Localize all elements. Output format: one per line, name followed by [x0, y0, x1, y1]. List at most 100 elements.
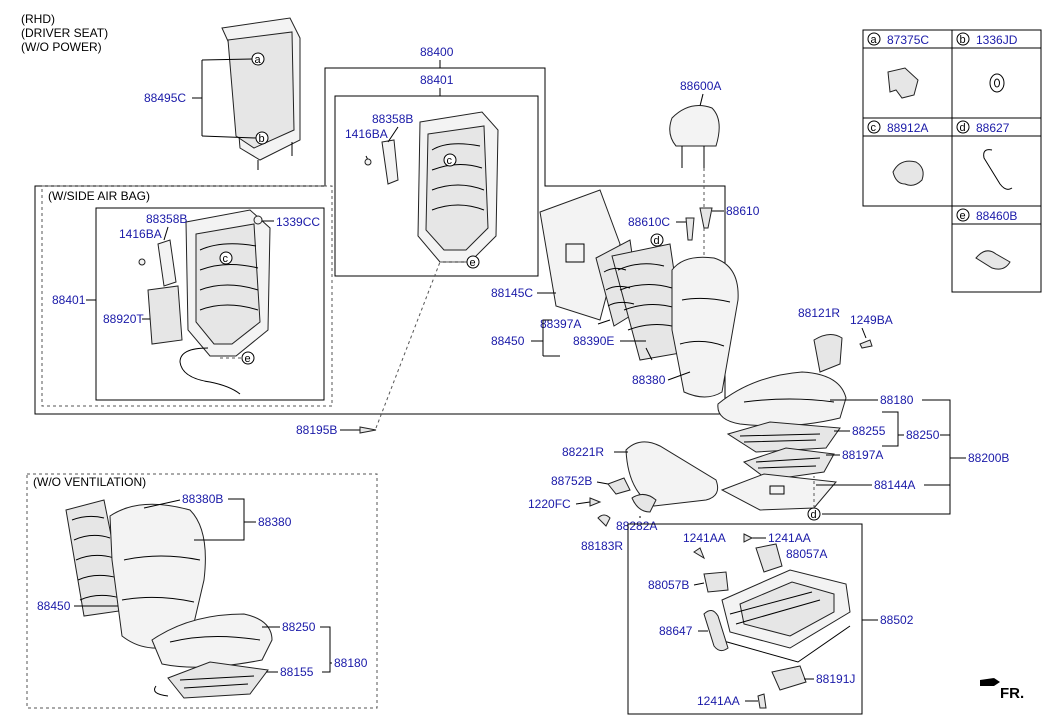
- label-88358b-sab: 88358B: [146, 212, 187, 226]
- legend-letter-d: d: [960, 122, 966, 134]
- seat-track-frame: [719, 569, 851, 663]
- seat-cushion-wv: [151, 613, 273, 668]
- label-88610: 88610: [726, 204, 760, 218]
- callout-c-sab: c: [223, 253, 229, 265]
- label-88250-wv: 88250: [282, 620, 316, 634]
- label-88380b: 88380B: [182, 492, 223, 506]
- front-arrow-icon: [980, 674, 1000, 690]
- label-88647: 88647: [659, 624, 693, 638]
- back-cover-88495c: a b: [221, 17, 301, 170]
- direction-label: FR.: [1000, 685, 1024, 702]
- legend-code-a: 87375C: [887, 33, 929, 47]
- label-88390e: 88390E: [573, 334, 614, 348]
- note-driver-seat: (DRIVER SEAT): [21, 26, 108, 40]
- lever-88282a: [631, 494, 657, 513]
- side-shield-88221r: [625, 441, 719, 507]
- legend-letter-c: c: [871, 122, 877, 134]
- label-88495c: 88495C: [144, 91, 186, 105]
- clip-88460b-icon: [975, 250, 1011, 270]
- recliner-cover-88121r: [813, 334, 843, 373]
- label-1241aa-c: 1241AA: [697, 694, 740, 708]
- seat-back-frame-top: c: [381, 111, 499, 263]
- cover-88191j: [771, 665, 807, 691]
- cap-88183r: [597, 514, 611, 527]
- cushion-heater-wv: [167, 661, 269, 699]
- knob-88752b: [607, 477, 631, 495]
- label-88401-top: 88401: [420, 73, 454, 87]
- legend-code-c: 88912A: [887, 121, 928, 135]
- cushion-mat-88144a: [720, 473, 837, 511]
- callout-c-top: c: [447, 155, 453, 167]
- clip-88912a-icon: [892, 160, 924, 186]
- label-88221r: 88221R: [562, 445, 604, 459]
- clip-87375c-icon: [887, 67, 919, 99]
- note-rhd: (RHD): [21, 12, 55, 26]
- legend-code-d: 88627: [976, 121, 1010, 135]
- label-1416ba-top: 1416BA: [345, 127, 388, 141]
- callout-e-top: e: [470, 257, 476, 269]
- callout-e-sab: e: [245, 353, 251, 365]
- label-88195b: 88195B: [296, 423, 337, 437]
- label-88400: 88400: [420, 45, 454, 59]
- headrest-88600a: [669, 105, 720, 168]
- label-88502: 88502: [880, 613, 914, 627]
- bracket-88057b: [703, 571, 729, 593]
- label-1249ba: 1249BA: [850, 313, 893, 327]
- note-wo-power: (W/O POWER): [21, 40, 102, 54]
- label-1241aa-a: 1241AA: [683, 531, 726, 545]
- label-88121r: 88121R: [798, 306, 840, 320]
- label-1220fc: 1220FC: [528, 497, 571, 511]
- label-88183r: 88183R: [581, 539, 623, 553]
- back-cushion-wv: [109, 503, 206, 649]
- label-88752b: 88752B: [551, 474, 592, 488]
- bracket-88057a: [755, 543, 783, 573]
- callout-b: b: [259, 133, 265, 145]
- label-88401-sab: 88401: [52, 293, 86, 307]
- label-88191j: 88191J: [816, 672, 855, 686]
- group-wo-ventilation: [26, 473, 378, 709]
- cushion-heater-88255: [726, 421, 841, 453]
- label-88450-wv: 88450: [37, 599, 71, 613]
- bar-88647: [703, 610, 729, 652]
- label-1241aa-b: 1241AA: [768, 531, 811, 545]
- label-88250: 88250: [906, 428, 940, 442]
- label-88380: 88380: [632, 373, 666, 387]
- label-88610c: 88610C: [628, 215, 670, 229]
- label-88144a: 88144A: [874, 478, 915, 492]
- legend-letter-a: a: [871, 34, 878, 46]
- track-88502-box: [627, 523, 863, 715]
- callout-d-cushion: d: [811, 509, 817, 521]
- legend-code-e: 88460B: [976, 209, 1017, 223]
- legend-letter-b: b: [960, 34, 966, 46]
- callout-a: a: [255, 54, 262, 66]
- back-cushion-88380: [671, 256, 739, 398]
- frame-88401-sab-box: [95, 207, 325, 401]
- grommet-1336jd-icon: [989, 73, 1005, 93]
- label-1416ba-sab: 1416BA: [119, 227, 162, 241]
- wire-88627-icon: [983, 149, 1013, 190]
- label-88200b: 88200B: [968, 451, 1009, 465]
- legend-code-b: 1336JD: [976, 33, 1018, 47]
- legend-letter-e: e: [960, 210, 966, 222]
- label-88358b-top: 88358B: [372, 112, 413, 126]
- label-88255: 88255: [852, 424, 886, 438]
- frame-88401-box: [334, 95, 539, 277]
- label-88180-wv: 88180: [334, 656, 368, 670]
- group-wo-ventilation-title: (W/O VENTILATION): [33, 475, 146, 489]
- callout-d-back: d: [654, 235, 660, 247]
- seat-back-frame-sab: c: [147, 209, 271, 395]
- label-88197a: 88197A: [842, 448, 883, 462]
- group-side-air-bag-title: (W/SIDE AIR BAG): [48, 189, 150, 203]
- label-88380-wv: 88380: [258, 515, 292, 529]
- label-88180: 88180: [880, 393, 914, 407]
- label-88282a: 88282A: [616, 519, 657, 533]
- label-88450: 88450: [491, 334, 525, 348]
- label-1339cc: 1339CC: [276, 215, 320, 229]
- label-88920t: 88920T: [103, 312, 144, 326]
- label-88600a: 88600A: [680, 79, 721, 93]
- label-88397a: 88397A: [540, 317, 581, 331]
- label-88145c: 88145C: [491, 286, 533, 300]
- label-88057b: 88057B: [648, 578, 689, 592]
